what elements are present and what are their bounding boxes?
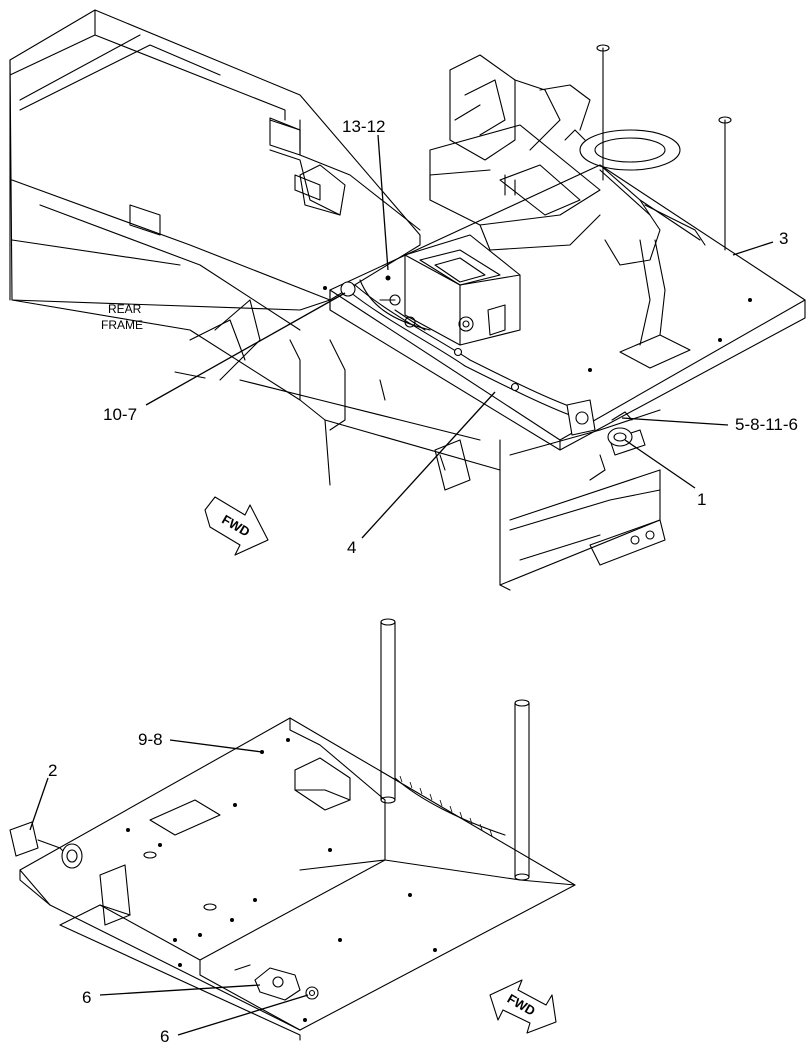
lower-rods <box>380 618 530 881</box>
leader-6b <box>177 994 309 1036</box>
callout-2: 2 <box>48 761 57 780</box>
leader-2 <box>29 777 49 831</box>
leader-1 <box>624 439 696 489</box>
rear-frame-label-line2: FRAME <box>101 318 143 332</box>
hardware-dot <box>588 368 592 372</box>
leader-5-8-11-6 <box>621 417 729 426</box>
hardware-dot <box>323 286 327 290</box>
lower-switch-cluster <box>234 964 319 1001</box>
callout-3: 3 <box>779 229 788 248</box>
leader-9-8 <box>169 739 263 753</box>
callout-6b: 6 <box>160 1027 169 1046</box>
lower-light-bracket <box>9 821 83 869</box>
lower-fasteners <box>126 738 437 1022</box>
callout-1: 1 <box>697 490 706 509</box>
leader-13-12 <box>377 134 389 271</box>
callout-4: 4 <box>347 538 356 557</box>
leader-4 <box>361 391 496 539</box>
rear-frame <box>9 9 501 486</box>
hardware-dot <box>748 298 752 302</box>
leader-10-7 <box>145 292 346 406</box>
callout-6a: 6 <box>82 988 91 1007</box>
control-box <box>359 234 521 346</box>
callout-9-8: 9-8 <box>138 730 163 749</box>
wiring-harness <box>340 281 581 418</box>
hardware-dot <box>718 338 722 342</box>
upper-assembly-view: REAR FRAME <box>9 9 806 591</box>
callout-10-7: 10-7 <box>103 405 137 424</box>
fwd-arrow-lower: FWD <box>489 979 557 1034</box>
light-assembly <box>566 399 633 447</box>
leader-6a <box>99 984 261 996</box>
rear-frame-label-line1: REAR <box>108 302 142 316</box>
operator-seat-console <box>429 54 706 266</box>
leader-3 <box>732 241 774 256</box>
fwd-arrow-upper: FWD <box>204 496 269 556</box>
upper-rods <box>596 44 732 251</box>
rear-frame-tab <box>294 174 321 201</box>
lower-assembly-view: 9-8 2 6 6 FWD <box>9 618 576 1046</box>
rear-frame-bracket <box>269 117 301 156</box>
hardware-dot <box>385 275 391 281</box>
callout-5-8-11-6: 5-8-11-6 <box>735 415 798 434</box>
callout-13-12: 13-12 <box>342 117 385 136</box>
cab-lower-frame <box>434 409 666 591</box>
